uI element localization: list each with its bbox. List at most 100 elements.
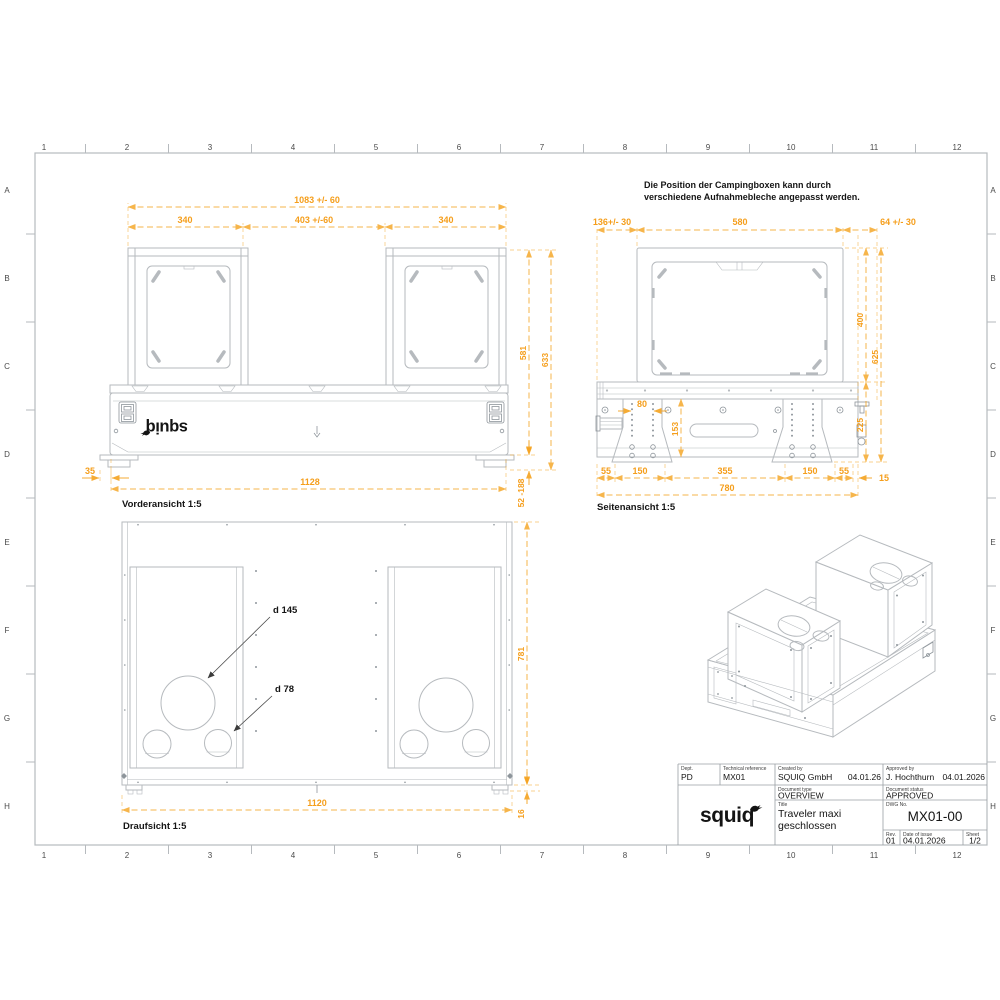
grid-row-label: B: [4, 274, 9, 283]
drawing-frame: 1 2 3 4 5 6 7 8 9 10 11 12 1 2 3 4 5 6 7…: [4, 143, 996, 860]
note-line-1: Die Position der Campingboxen kann durch: [644, 180, 831, 190]
dim-side-seg-5: 55: [839, 466, 849, 476]
dim-top-depth: 781: [516, 647, 526, 661]
dim-side-right-overhang: 64 +/- 30: [880, 217, 916, 227]
dwg-no-value: MX01-00: [908, 809, 963, 824]
drawing-title-line-2: geschlossen: [778, 820, 837, 832]
grid-col-label: 9: [706, 143, 711, 152]
note-annotation: Die Position der Campingboxen kann durch…: [644, 180, 860, 202]
top-view-feet: [125, 784, 509, 795]
techref-label: Technical reference: [723, 766, 767, 772]
dim-side-base-width: 780: [719, 483, 734, 493]
grid-row-label: B: [990, 274, 995, 283]
grid-col-label: 2: [125, 143, 130, 152]
approved-date: 04.01.2026: [942, 772, 985, 782]
dim-top-foot-height: 16: [516, 809, 526, 819]
grid-col-label: 3: [208, 143, 213, 152]
door-panel-left: [129, 566, 244, 769]
date-of-issue-label: Date of issue: [903, 832, 932, 838]
top-view: d 145 d 78: [121, 521, 513, 795]
door-panel-right: [387, 566, 502, 769]
grid-column-labels-bottom: 1 2 3 4 5 6 7 8 9 10 11 12: [42, 851, 962, 860]
dim-front-right-bay: 340: [438, 215, 453, 225]
dim-front-center-bay: 403 +/-60: [295, 215, 333, 225]
approved-by-label: Approved by: [886, 766, 915, 772]
dim-side-seg-4: 150: [802, 466, 817, 476]
mounting-bracket-left: [611, 398, 673, 463]
dim-top-width: 1120: [307, 798, 327, 808]
dim-front-total-width: 1083 +/- 60: [294, 195, 340, 205]
dim-front-left-bay: 340: [177, 215, 192, 225]
grid-col-label: 4: [291, 143, 296, 152]
grid-row-label: E: [990, 538, 995, 547]
latch-left: [118, 401, 137, 424]
grid-row-label: G: [990, 714, 996, 723]
front-view-label: Vorderansicht 1:5: [122, 499, 202, 510]
dim-front-inner-height: 581: [518, 346, 528, 360]
grid-col-label: 4: [291, 851, 296, 860]
grid-col-label: 1: [42, 851, 47, 860]
logo-text: squiq: [700, 804, 754, 827]
isometric-view: [706, 534, 937, 738]
dept-value: PD: [681, 772, 693, 782]
top-view-dimensions: 781 16 1120 Draufsicht 1:5: [121, 521, 540, 832]
grid-col-label: 8: [623, 143, 628, 152]
dim-side-seg-3: 355: [717, 466, 732, 476]
grid-row-label: G: [4, 714, 10, 723]
grid-col-label: 6: [457, 851, 462, 860]
title-block: Dept. PD Technical reference MX01 Create…: [677, 763, 987, 846]
squiq-logo-front: squiq: [140, 419, 193, 437]
grid-col-label: 10: [787, 143, 796, 152]
sheet-label: Sheet: [966, 832, 980, 838]
dim-side-hook-overhang: 15: [879, 473, 889, 483]
dim-side-hole-pitch: 80: [637, 399, 647, 409]
grid-row-labels-left: A B C D E F G H: [4, 186, 10, 811]
bolt-row: [601, 406, 844, 433]
note-line-2: verschiedene Aufnahmebleche angepasst we…: [644, 192, 860, 202]
doctype-value: OVERVIEW: [778, 791, 824, 801]
dim-side-top-width: 580: [732, 217, 747, 227]
grid-col-label: 6: [457, 143, 462, 152]
dim-top-small-dia: d 78: [275, 684, 294, 695]
dim-front-foot-offset: 35: [85, 466, 95, 476]
created-by-label: Created by: [778, 766, 803, 772]
grid-row-label: A: [4, 186, 10, 195]
grid-col-label: 12: [953, 851, 962, 860]
squiq-logo-titleblock: squiq: [687, 805, 767, 826]
grid-row-label: E: [4, 538, 9, 547]
grid-col-label: 5: [374, 143, 379, 152]
rev-label: Rev.: [886, 832, 896, 838]
dim-side-bracket-height: 153: [670, 422, 680, 436]
dim-side-seg-1: 55: [601, 466, 611, 476]
dim-side-box-height: 400: [855, 313, 865, 327]
dim-front-outer-height: 633: [540, 353, 550, 367]
bird-icon: [140, 426, 151, 443]
front-view-dimensions: 1083 +/- 60 340 403 +/-60 340 581 633 52…: [82, 195, 558, 510]
dim-side-seg-2: 150: [632, 466, 647, 476]
side-view-label: Seitenansicht 1:5: [597, 502, 676, 513]
grid-row-labels-right: A B C D E F G H: [990, 186, 996, 811]
latch-right: [486, 401, 505, 424]
docstatus-value: APPROVED: [886, 791, 933, 801]
grid-row-label: D: [990, 450, 996, 459]
grid-row-label: F: [5, 626, 10, 635]
grid-row-label: D: [4, 450, 10, 459]
front-view: [99, 247, 515, 468]
grid-col-label: 2: [125, 851, 130, 860]
handle-slot: [689, 423, 759, 438]
grid-row-label: A: [990, 186, 996, 195]
side-view: [595, 247, 870, 463]
grid-col-label: 10: [787, 851, 796, 860]
grid-col-label: 8: [623, 851, 628, 860]
grid-row-label: H: [990, 802, 996, 811]
grid-col-label: 5: [374, 851, 379, 860]
grid-row-label: H: [4, 802, 10, 811]
dim-side-left-overhang: 136+/- 30: [593, 217, 631, 227]
grid-row-label: C: [990, 362, 996, 371]
grid-col-label: 12: [953, 143, 962, 152]
grid-col-label: 3: [208, 851, 213, 860]
dim-side-lower-height: 225: [855, 418, 865, 432]
grid-column-labels-top: 1 2 3 4 5 6 7 8 9 10 11 12: [42, 143, 962, 152]
